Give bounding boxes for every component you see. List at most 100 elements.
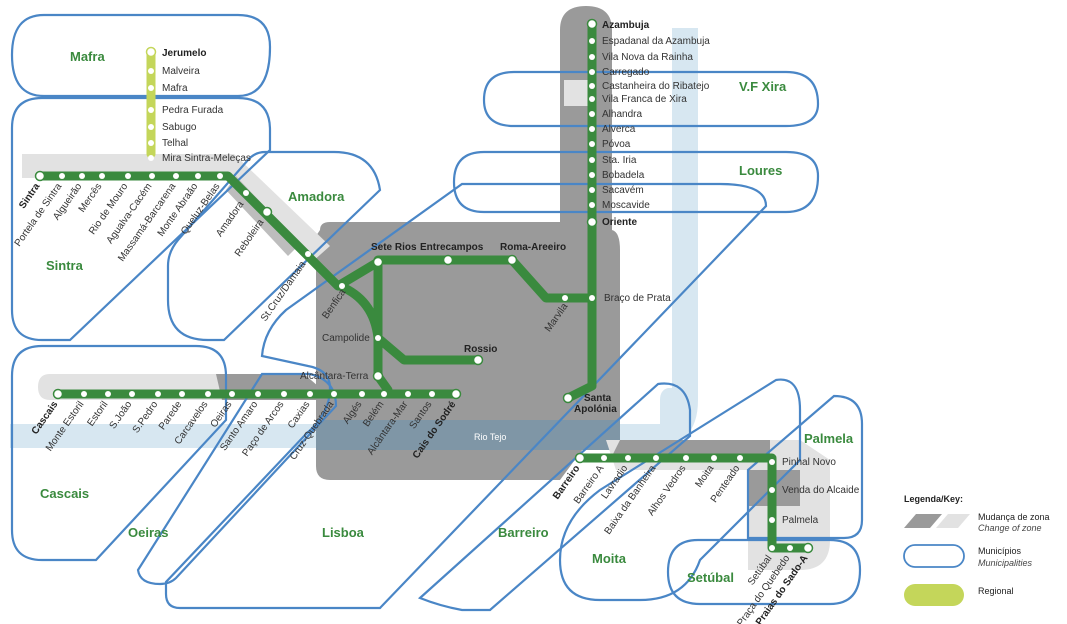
muni-oeiras: Oeiras xyxy=(128,525,168,540)
station-label: Entrecampos xyxy=(420,242,484,253)
station-dot xyxy=(769,545,775,551)
station-dot xyxy=(589,295,595,301)
station-label: Sacavém xyxy=(602,185,644,196)
sintra-line xyxy=(35,171,383,291)
station-dot xyxy=(229,391,235,397)
station-dot xyxy=(769,459,775,465)
station-label: Roma-Areeiro xyxy=(500,242,566,253)
station-dot xyxy=(450,388,462,400)
station-dot xyxy=(148,140,154,146)
station-label: Rossio xyxy=(464,344,497,355)
station-dot xyxy=(589,38,595,44)
station-dot xyxy=(148,107,154,113)
station-dot xyxy=(586,18,598,30)
muni-barreiro: Barreiro xyxy=(498,525,549,540)
station-label: Alhandra xyxy=(602,109,642,120)
station-dot xyxy=(381,391,387,397)
muni-amadora: Amadora xyxy=(288,189,345,204)
legend-regional-swatch xyxy=(904,584,964,606)
station-dot xyxy=(472,354,484,366)
station-label: St.Cruz/Damaia xyxy=(259,259,309,323)
legend-muni-en: Municipalities xyxy=(978,558,1033,568)
station-dot xyxy=(589,96,595,102)
station-dot xyxy=(149,173,155,179)
legend: Legenda/Key: Mudança de zona Change of z… xyxy=(903,494,1050,606)
station-dot xyxy=(179,391,185,397)
station-dot xyxy=(589,126,595,132)
station-label: Santa xyxy=(584,393,612,404)
station-dot xyxy=(769,487,775,493)
station-dot xyxy=(625,455,631,461)
station-dot xyxy=(205,391,211,397)
station-label: Moscavide xyxy=(602,200,650,211)
station-dot xyxy=(148,155,154,161)
station-dot xyxy=(305,251,311,257)
muni-setubal: Setúbal xyxy=(687,570,734,585)
station-dot xyxy=(261,206,273,218)
station-dot xyxy=(105,391,111,397)
station-dot xyxy=(145,46,157,58)
station-dot xyxy=(99,173,105,179)
legend-zone-en: Change of zone xyxy=(978,523,1042,533)
station-dot xyxy=(375,335,381,341)
station-dot xyxy=(372,370,384,382)
station-dot xyxy=(589,111,595,117)
station-dot xyxy=(574,452,586,464)
station-dot xyxy=(737,455,743,461)
station-label: Alcântara-Terra xyxy=(300,371,369,382)
station-dot xyxy=(243,190,249,196)
station-label: Sete Rios xyxy=(371,242,417,253)
muni-vfxira: V.F Xira xyxy=(739,79,787,94)
river-label: Rio Tejo xyxy=(474,432,506,442)
station-dot xyxy=(148,124,154,130)
station-dot xyxy=(653,455,659,461)
station-label: Mafra xyxy=(162,83,188,94)
muni-cascais: Cascais xyxy=(40,486,89,501)
station-dot xyxy=(589,157,595,163)
station-dot xyxy=(173,173,179,179)
station-dot xyxy=(331,391,337,397)
muni-lisboa: Lisboa xyxy=(322,525,365,540)
station-dot xyxy=(787,545,793,551)
station-labels: Jerumelo Malveira Mafra Pedra Furada Sab… xyxy=(162,20,860,526)
station-dot xyxy=(195,173,201,179)
legend-zone-pt: Mudança de zona xyxy=(978,512,1050,522)
station-dot xyxy=(281,391,287,397)
station-dot xyxy=(59,173,65,179)
station-label: Oriente xyxy=(602,217,637,228)
station-dot xyxy=(589,69,595,75)
station-label: Telhal xyxy=(162,138,188,149)
station-dot xyxy=(129,391,135,397)
station-dot xyxy=(79,173,85,179)
station-label: Póvoa xyxy=(602,139,631,150)
station-dot xyxy=(359,391,365,397)
station-label: Vila Franca de Xira xyxy=(602,94,687,105)
muni-moita: Moita xyxy=(592,551,627,566)
station-dot xyxy=(217,173,223,179)
station-dot xyxy=(802,542,814,554)
station-dot xyxy=(81,391,87,397)
station-dot xyxy=(442,254,454,266)
legend-muni-swatch xyxy=(903,544,965,568)
station-dot xyxy=(589,54,595,60)
station-label: Campolide xyxy=(322,333,370,344)
station-label: Jerumelo xyxy=(162,48,206,59)
station-label: Espadanal da Azambuja xyxy=(602,36,710,47)
station-label: Carregado xyxy=(602,67,650,78)
station-dot xyxy=(307,391,313,397)
station-dot xyxy=(339,283,345,289)
muni-mafra: Mafra xyxy=(70,49,105,64)
station-dot xyxy=(506,254,518,266)
station-dot xyxy=(683,455,689,461)
station-label: Baixa da Banheira xyxy=(603,463,659,537)
municipality-outlines xyxy=(10,13,864,612)
station-dot xyxy=(589,187,595,193)
station-dot xyxy=(589,202,595,208)
station-label: Sabugo xyxy=(162,122,197,133)
muni-loures: Loures xyxy=(739,163,782,178)
station-label: Reboleira xyxy=(233,217,267,259)
municipality-labels: Mafra Sintra Amadora Cascais Oeiras Lisb… xyxy=(40,49,854,585)
station-dot xyxy=(405,391,411,397)
station-dot xyxy=(562,392,574,404)
